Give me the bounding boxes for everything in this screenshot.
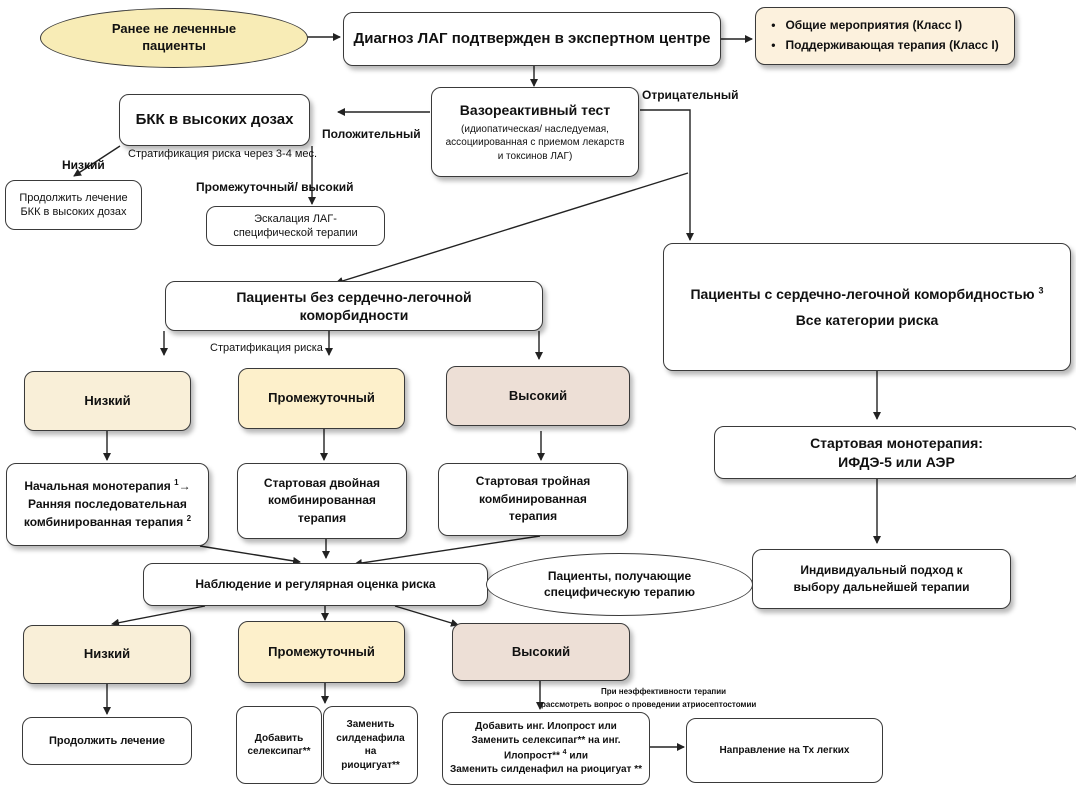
high-risk-node-2: Высокий: [452, 623, 630, 681]
escalation-node: Эскалация ЛАГ-специфической терапии: [206, 206, 385, 246]
high-dose-ccb-node: БКК в высоких дозах: [119, 94, 310, 146]
triple-combination-node: Стартовая тройная комбинированная терапи…: [438, 463, 628, 536]
low-risk-label: Низкий: [62, 158, 105, 172]
general-measures-node: Общие мероприятия (Класс I) Поддерживающ…: [755, 7, 1015, 65]
continue-ccb-node: Продолжить лечение БКК в высоких дозах: [5, 180, 142, 230]
diagnosis-node: Диагноз ЛАГ подтвержден в экспертном цен…: [343, 12, 721, 66]
ineffective-note-1: При неэффективности терапии: [601, 687, 727, 696]
supportive-therapy-item: Поддерживающая терапия (Класс I): [771, 38, 998, 54]
add-iloprost-node: Добавить инг. Илопрост или Заменить селе…: [442, 712, 650, 785]
follow-up-node: Наблюдение и регулярная оценка риска: [143, 563, 488, 606]
intermediate-risk-node: Промежуточный: [238, 368, 405, 429]
continue-treatment-node: Продолжить лечение: [22, 717, 192, 765]
ineffective-note-2: рассмотреть вопрос о проведении атриосеп…: [541, 700, 757, 709]
high-risk-node: Высокий: [446, 366, 630, 426]
individual-approach-node: Индивидуальный подход к выбору дальнейше…: [752, 549, 1011, 609]
untreated-patients-node: Ранее не леченные пациенты: [40, 8, 308, 68]
negative-label: Отрицательный: [642, 88, 739, 102]
initial-monotherapy-node: Начальная монотерапия 1→ Ранняя последов…: [6, 463, 209, 546]
low-risk-node-2: Низкий: [23, 625, 191, 684]
add-selexipag-node: Добавить селексипаг**: [236, 706, 322, 784]
low-risk-node: Низкий: [24, 371, 191, 431]
comorbidity-node: Пациенты с сердечно-легочной коморбиднос…: [663, 243, 1071, 371]
intermediate-risk-node-2: Промежуточный: [238, 621, 405, 683]
positive-label: Положительный: [322, 127, 421, 141]
general-measures-item: Общие мероприятия (Класс I): [771, 18, 999, 34]
intermediate-high-label: Промежуточный/ высокий: [196, 180, 354, 194]
replace-sildenafil-node: Заменить силденафила на риоцигуат**: [323, 706, 418, 784]
risk-strat-label: Стратификация риска: [210, 342, 323, 354]
risk-strat-3-4-label: Стратификация риска через 3-4 мес.: [128, 148, 318, 160]
vasoreactive-test-node: Вазореактивный тест (идиопатическая/ нас…: [431, 87, 639, 177]
dual-combination-node: Стартовая двойная комбинированная терапи…: [237, 463, 407, 539]
starting-monotherapy-node: Стартовая монотерапия: ИФДЭ-5 или АЭР: [714, 426, 1076, 479]
no-comorbidity-node: Пациенты без сердечно-легочной коморбидн…: [165, 281, 543, 331]
lung-transplant-node: Направление на Тх легких: [686, 718, 883, 783]
receiving-therapy-node: Пациенты, получающие специфическую терап…: [486, 553, 753, 616]
